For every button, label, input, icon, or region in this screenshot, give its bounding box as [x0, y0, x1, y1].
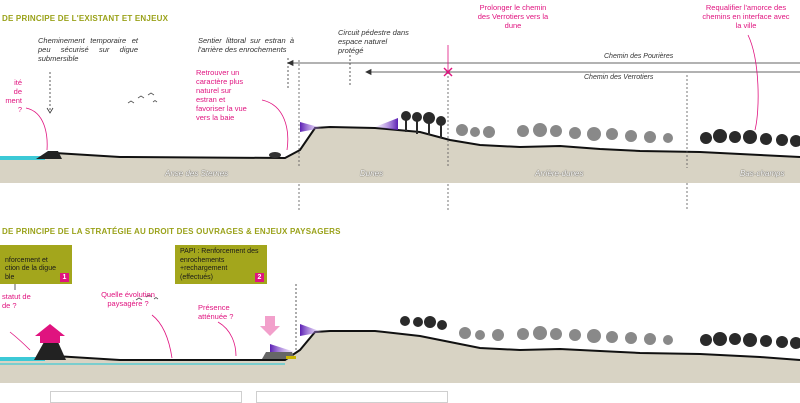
bird-icon [135, 294, 159, 301]
view-cone-icon [375, 118, 398, 130]
path-label-pourieres: Chemin des Pourières [604, 53, 674, 60]
zone-dunes: Dunes [360, 169, 384, 178]
section1-title: DE PRINCIPE DE L'EXISTANT ET ENJEUX [2, 14, 169, 23]
section1-trees [401, 111, 800, 147]
strategy-box-2: PAPI : Renforcement des enrochements +re… [175, 245, 267, 284]
arrow-up-icon [35, 324, 65, 343]
pink-presence: Présence atténuée ? [198, 303, 234, 321]
bird-icon [127, 92, 158, 104]
pink-retrouver: Retrouver un caractère plus naturel sur … [196, 68, 247, 122]
pink-left-cut: ité de ment ? [5, 78, 22, 114]
legend-box-2 [256, 391, 448, 403]
zone-anse-des-sternes: Anse des Sternes [165, 169, 229, 178]
section2-title: DE PRINCIPE DE LA STRATÉGIE AU DROIT DES… [2, 227, 341, 236]
badge-2: 2 [255, 273, 264, 282]
section1-zone-band [0, 168, 800, 183]
badge-1: 1 [60, 273, 69, 282]
section2-trees [400, 316, 800, 349]
pink-statut: statut de de ? [2, 292, 31, 310]
zone-separators [298, 60, 688, 210]
zone-bas-champs: Bas-champs [740, 169, 785, 178]
pink-evolution: Quelle évolution paysagère ? [101, 290, 155, 308]
strategy-box-1: nforcement et ction de la digue ble 1 [0, 245, 72, 284]
path-arrows [287, 59, 800, 76]
view-cone-icon [300, 122, 322, 132]
note-circuit: Circuit pédestre dans espace naturel pro… [338, 28, 409, 55]
note-sentier: Sentier littoral sur estran à l'arrière … [198, 36, 294, 54]
path-label-verrotiers: Chemin des Verrotiers [584, 74, 654, 81]
section2-zone-band [0, 370, 800, 383]
arrow-down-icon [260, 316, 280, 336]
view-cone-icon [270, 344, 295, 352]
legend-box-1 [50, 391, 242, 403]
zone-arriere-dunes: Arrière-dunes [535, 169, 584, 178]
pink-prolonger: Prolonger le chemin des Verrotiers vers … [477, 3, 549, 30]
tree-icon [401, 111, 446, 138]
cross-icon [443, 67, 453, 77]
pink-requalifier: Requalifier l'amorce des chemins en inte… [702, 3, 790, 30]
view-cone-icon [300, 324, 322, 336]
note-cheminement: Cheminement temporaire et peu sécurisé s… [38, 36, 138, 63]
